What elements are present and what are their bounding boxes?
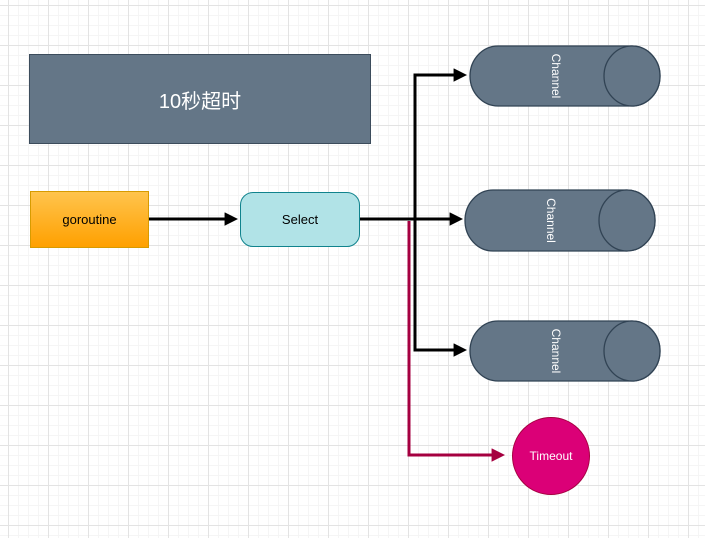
channel-2-label: Channel (544, 198, 558, 243)
edge-select-to-channel-3[interactable] (413, 219, 468, 357)
channel-cylinder-2[interactable]: Channel (464, 189, 656, 252)
select-node[interactable]: Select (240, 192, 360, 247)
goroutine-label: goroutine (62, 212, 117, 227)
cylinder-lid (598, 189, 656, 252)
channel-3-label: Channel (549, 329, 563, 374)
select-label: Select (281, 212, 319, 227)
timeout-note-label: 10秒超时 (158, 90, 242, 113)
edge-select-to-timeout[interactable] (407, 221, 506, 462)
timeout-node[interactable]: Timeout (512, 417, 590, 495)
channel-cylinder-1[interactable]: Channel (469, 45, 661, 107)
channel-cylinder-3[interactable]: Channel (469, 320, 661, 382)
cylinder-lid (603, 45, 661, 107)
edge-select-to-channel-1[interactable] (413, 68, 468, 219)
timeout-label: Timeout (529, 449, 573, 463)
goroutine-node[interactable]: goroutine (30, 191, 149, 248)
channel-1-label: Channel (549, 54, 563, 99)
cylinder-lid (603, 320, 661, 382)
timeout-note-node[interactable]: 10秒超时 (29, 54, 371, 144)
